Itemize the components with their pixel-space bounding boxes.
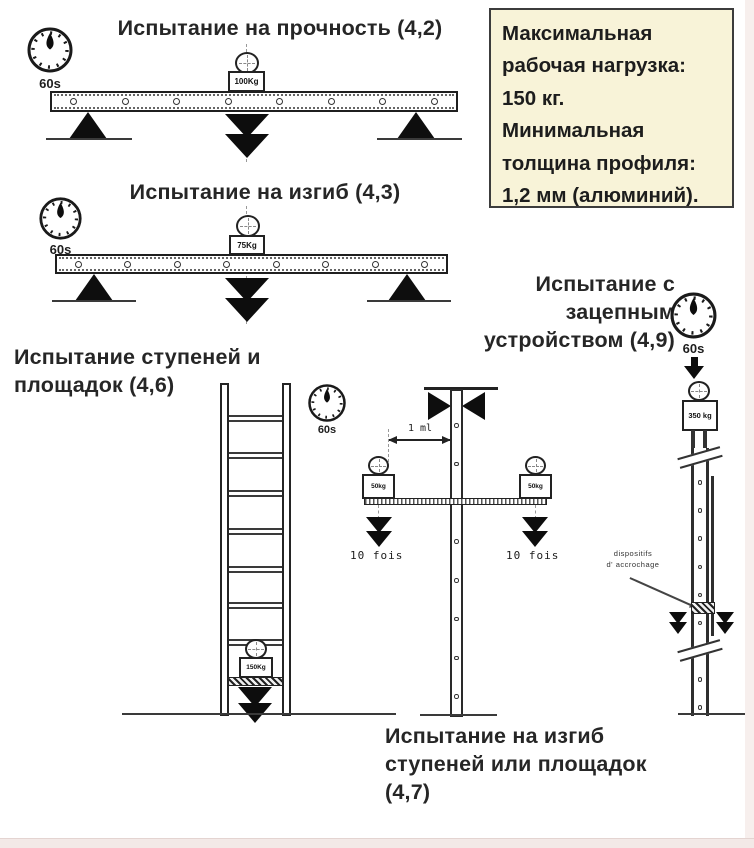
weight-block: 75Kg (229, 235, 265, 255)
ladder-rail (282, 383, 291, 716)
down-arrow-icon (669, 612, 687, 624)
clamp-triangle-icon (428, 392, 451, 420)
tested-step-bar (364, 498, 547, 505)
down-arrow-icon (366, 531, 392, 547)
down-arrow-icon (669, 622, 687, 634)
timer-duration-label: 60s (49, 242, 72, 257)
dimension-extension-dash (388, 429, 389, 467)
weight-bell-icon (688, 381, 710, 401)
timer-duration-label: 60s (317, 424, 337, 436)
strength-test-title: Испытание на прочность (4,2) (117, 16, 443, 40)
weight-block: 350 kg (682, 400, 718, 431)
weight-bell-icon (236, 215, 260, 237)
rung-holes (694, 452, 706, 710)
dimension-label: 1 ml (407, 423, 433, 434)
weight-block: 50kg (519, 474, 552, 499)
timer-icon (669, 291, 718, 340)
down-arrow-icon (225, 134, 269, 158)
timer-icon (307, 383, 347, 423)
hook-device-hatched-block (691, 602, 715, 614)
ladder-rail (220, 383, 229, 716)
leader-arrow-line (629, 577, 695, 607)
ladder-rung (227, 490, 284, 497)
max-load-info-box: Максимальная рабочая нагрузка: 150 кг. М… (489, 8, 734, 208)
ground-line (122, 713, 396, 715)
ladder-rung (227, 602, 284, 609)
down-arrow-stem (691, 357, 698, 367)
ladder-rung (227, 452, 284, 459)
weight-leg (703, 430, 707, 448)
clamp-triangle-icon (462, 392, 485, 420)
ladder-beam (50, 91, 458, 112)
ladder-rail (691, 448, 694, 716)
ground-line (678, 713, 746, 715)
ladder-stile-pole (450, 389, 463, 717)
weight-block: 50kg (362, 474, 395, 499)
ground-line (420, 714, 497, 716)
ladder-beam (55, 254, 448, 274)
ladder-rung (227, 415, 284, 422)
support-triangle-icon (69, 112, 107, 139)
down-arrow-icon (684, 366, 704, 379)
down-arrow-icon (366, 517, 392, 533)
weight-bell-icon (525, 456, 546, 475)
ladder-section-rail (711, 476, 714, 636)
down-arrow-icon (716, 622, 734, 634)
down-arrow-icon (225, 298, 269, 322)
ground-line (46, 138, 132, 140)
down-arrow-icon (522, 531, 548, 547)
repeat-count-label: 10 fois (506, 549, 560, 562)
repeat-count-label: 10 fois (350, 549, 404, 562)
tested-rung-hatched (226, 677, 286, 686)
support-triangle-icon (75, 274, 113, 301)
weight-bell-icon (368, 456, 389, 475)
bend-test-title: Испытание на изгиб (4,3) (129, 180, 401, 204)
timer-icon (38, 196, 83, 241)
support-triangle-icon (388, 274, 426, 301)
weight-block: 150Kg (239, 657, 273, 678)
timer-icon (26, 26, 74, 74)
support-triangle-icon (397, 112, 435, 139)
page-bottom-edge-strip (0, 838, 754, 848)
timer-duration-label: 60s (682, 341, 705, 356)
steps-test-title: Испытание ступеней и площадок (4,6) (14, 345, 261, 397)
page-right-edge-strip (745, 0, 754, 848)
ladder-rung (227, 566, 284, 573)
ladder-rail (706, 448, 709, 716)
step-bend-test-caption: Испытание на изгиб ступеней или площадок… (385, 724, 647, 804)
load-line-dash (378, 505, 379, 519)
ceiling-line (424, 387, 498, 390)
down-arrow-icon (238, 687, 272, 707)
weight-block: 100Kg (228, 71, 265, 92)
timer-duration-label: 60s (39, 76, 61, 91)
down-arrow-icon (522, 517, 548, 533)
ground-line (377, 138, 462, 140)
load-line-dash (535, 505, 536, 519)
ground-line (52, 300, 136, 302)
ground-line (367, 300, 451, 302)
weight-bell-icon (245, 639, 267, 659)
weight-leg (691, 430, 695, 448)
ladder-rung (227, 528, 284, 535)
down-arrow-icon (716, 612, 734, 624)
hook-test-title: Испытание с зацепным устройством (4,9) (483, 272, 675, 352)
dimension-arrow-line (388, 435, 451, 444)
hook-device-label: dispositifs d' accrochage (606, 549, 660, 569)
